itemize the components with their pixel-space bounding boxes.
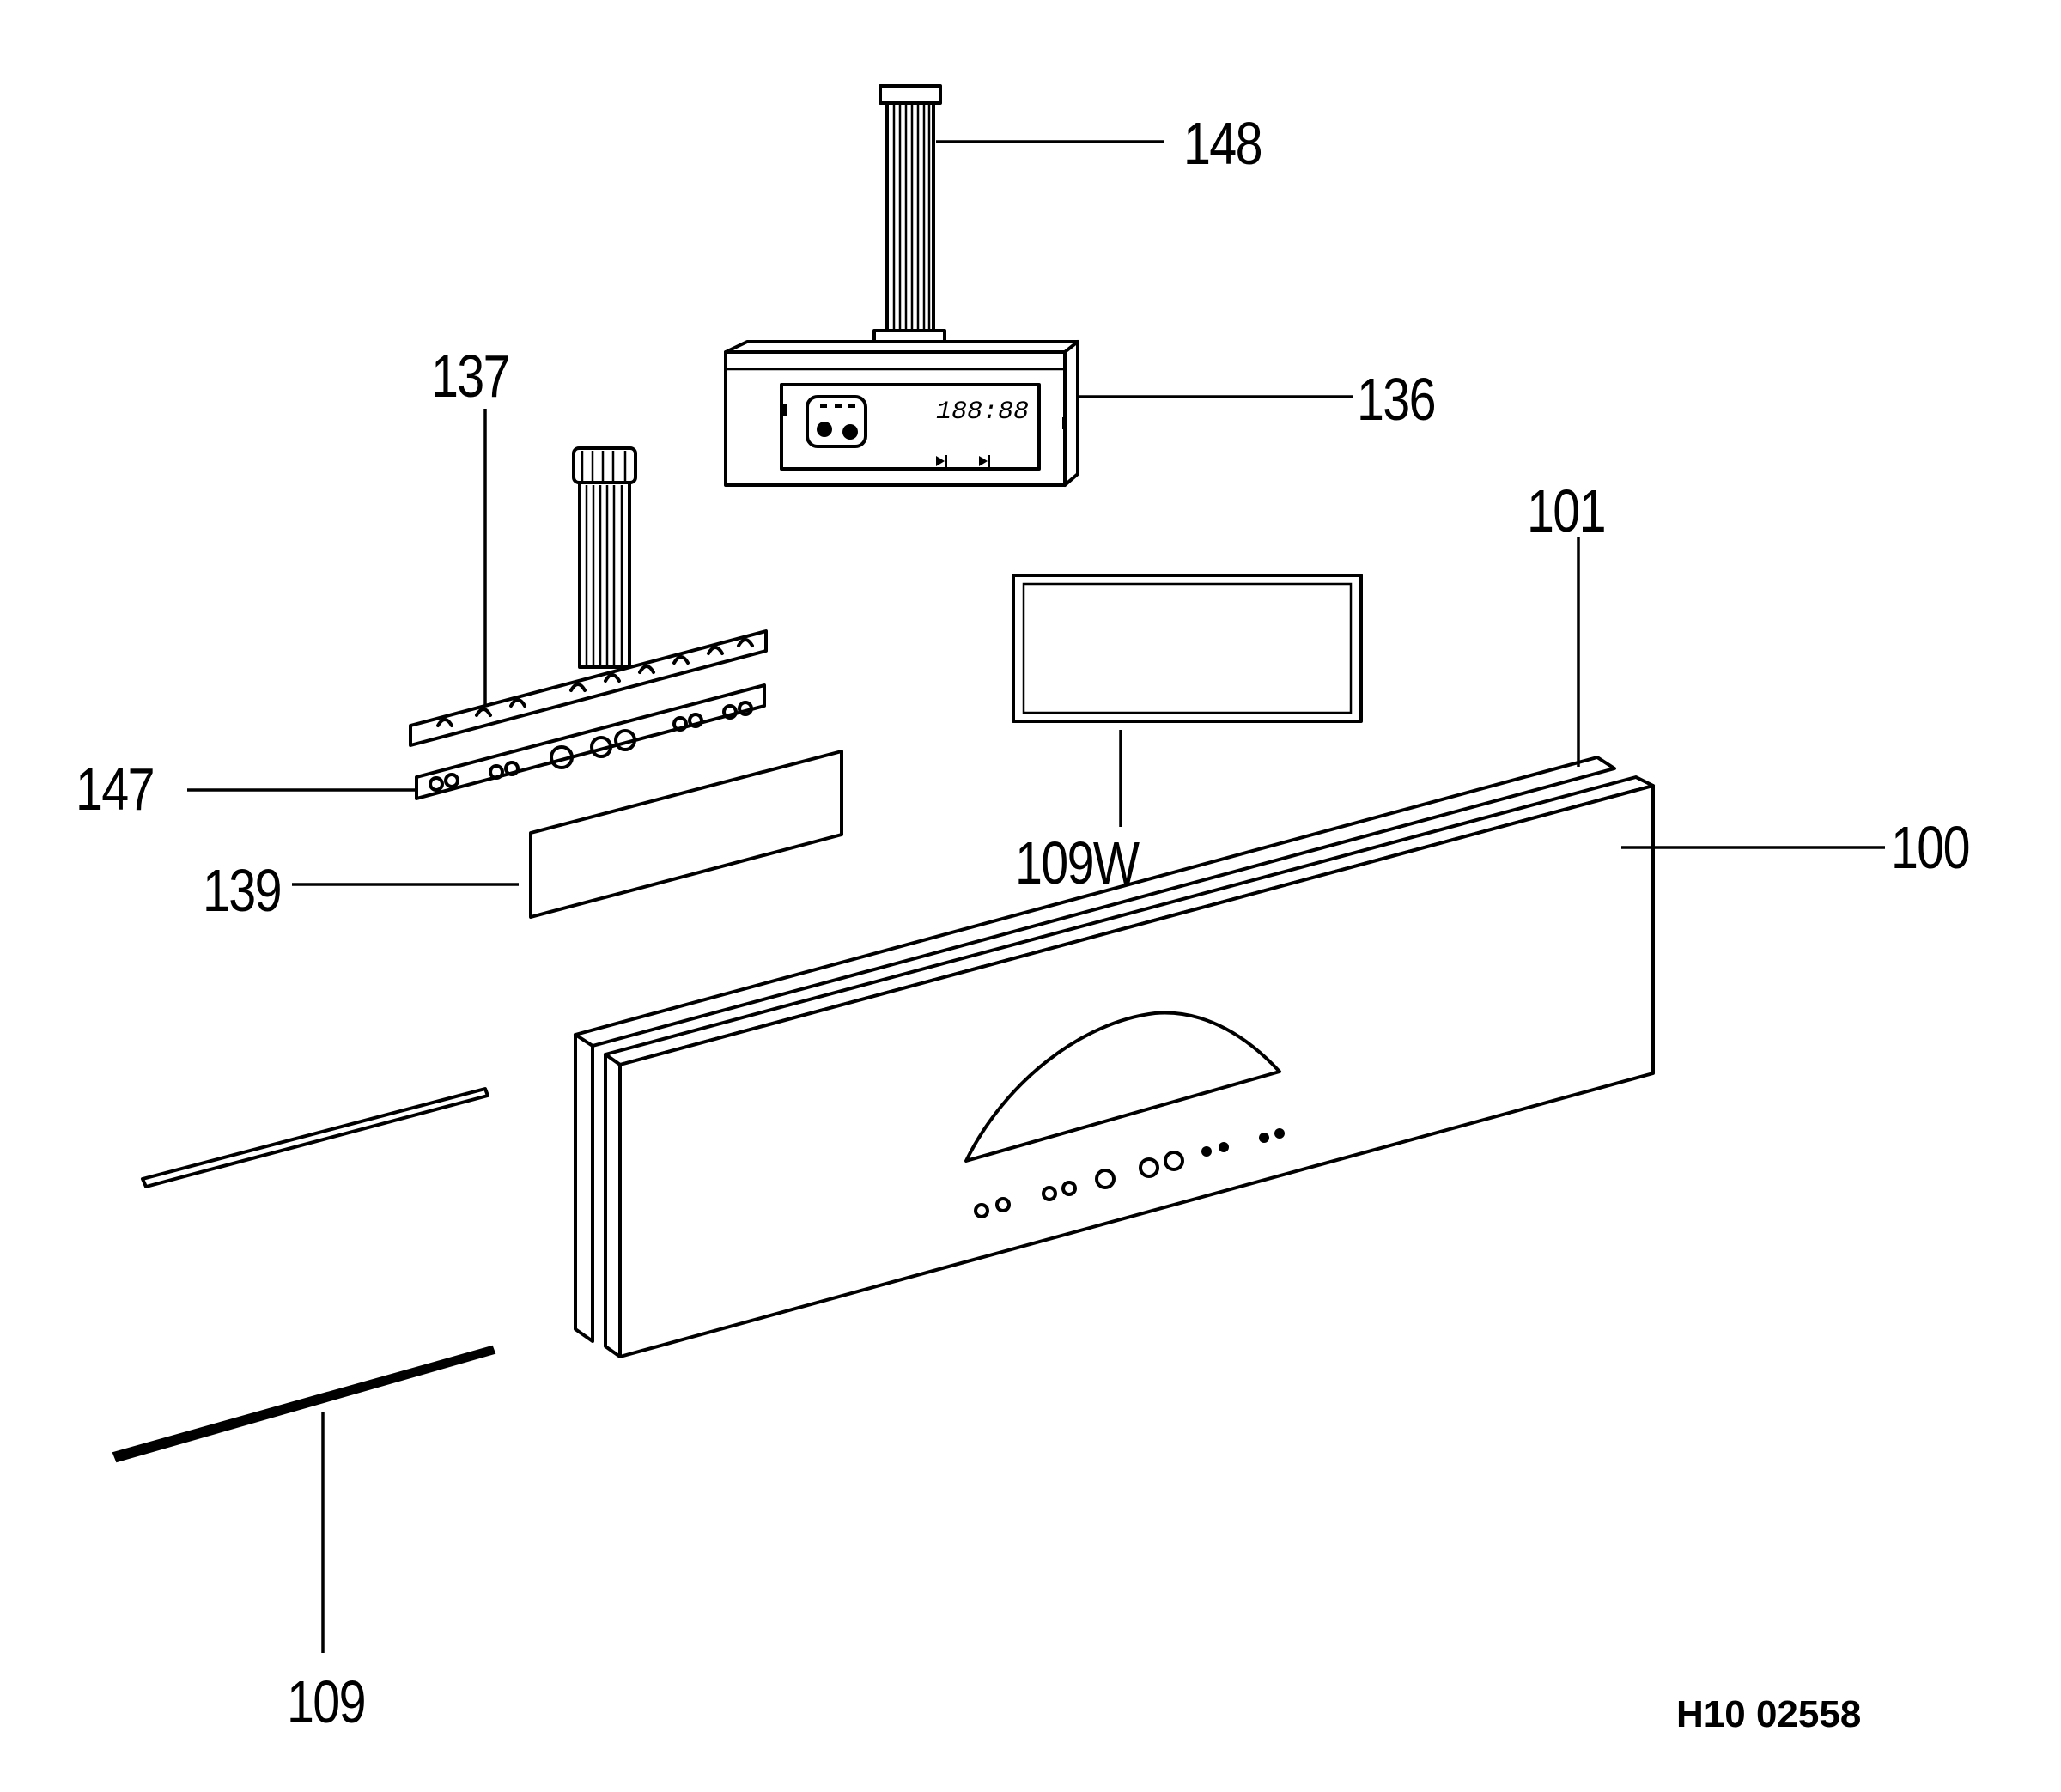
label-137: 137 xyxy=(431,343,510,410)
label-136: 136 xyxy=(1357,366,1436,433)
trim-strip-upper xyxy=(141,1087,489,1188)
label-139: 139 xyxy=(203,857,282,924)
label-101: 101 xyxy=(1527,477,1606,544)
part-109w-window xyxy=(1012,574,1363,723)
part-147-led-board xyxy=(415,683,766,800)
part-136-clock-module xyxy=(724,340,1079,487)
drawing-reference-number: H10 02558 xyxy=(1676,1693,1862,1735)
label-147: 147 xyxy=(76,756,155,823)
part-139-film xyxy=(529,750,843,919)
part-109-trim-strip xyxy=(112,1345,496,1463)
label-109: 109 xyxy=(287,1668,366,1735)
part-100-front-panel xyxy=(604,775,1655,1358)
part-101-back-panel xyxy=(574,756,1616,1343)
label-148: 148 xyxy=(1183,110,1262,177)
clock-display-digits: 188:88 xyxy=(936,398,1029,427)
label-100: 100 xyxy=(1891,814,1970,881)
label-109w: 109W xyxy=(1015,829,1140,896)
part-148-ribbon-cable xyxy=(872,84,946,351)
leader-lines xyxy=(187,140,1885,1653)
part-137-switch-board xyxy=(409,446,768,747)
